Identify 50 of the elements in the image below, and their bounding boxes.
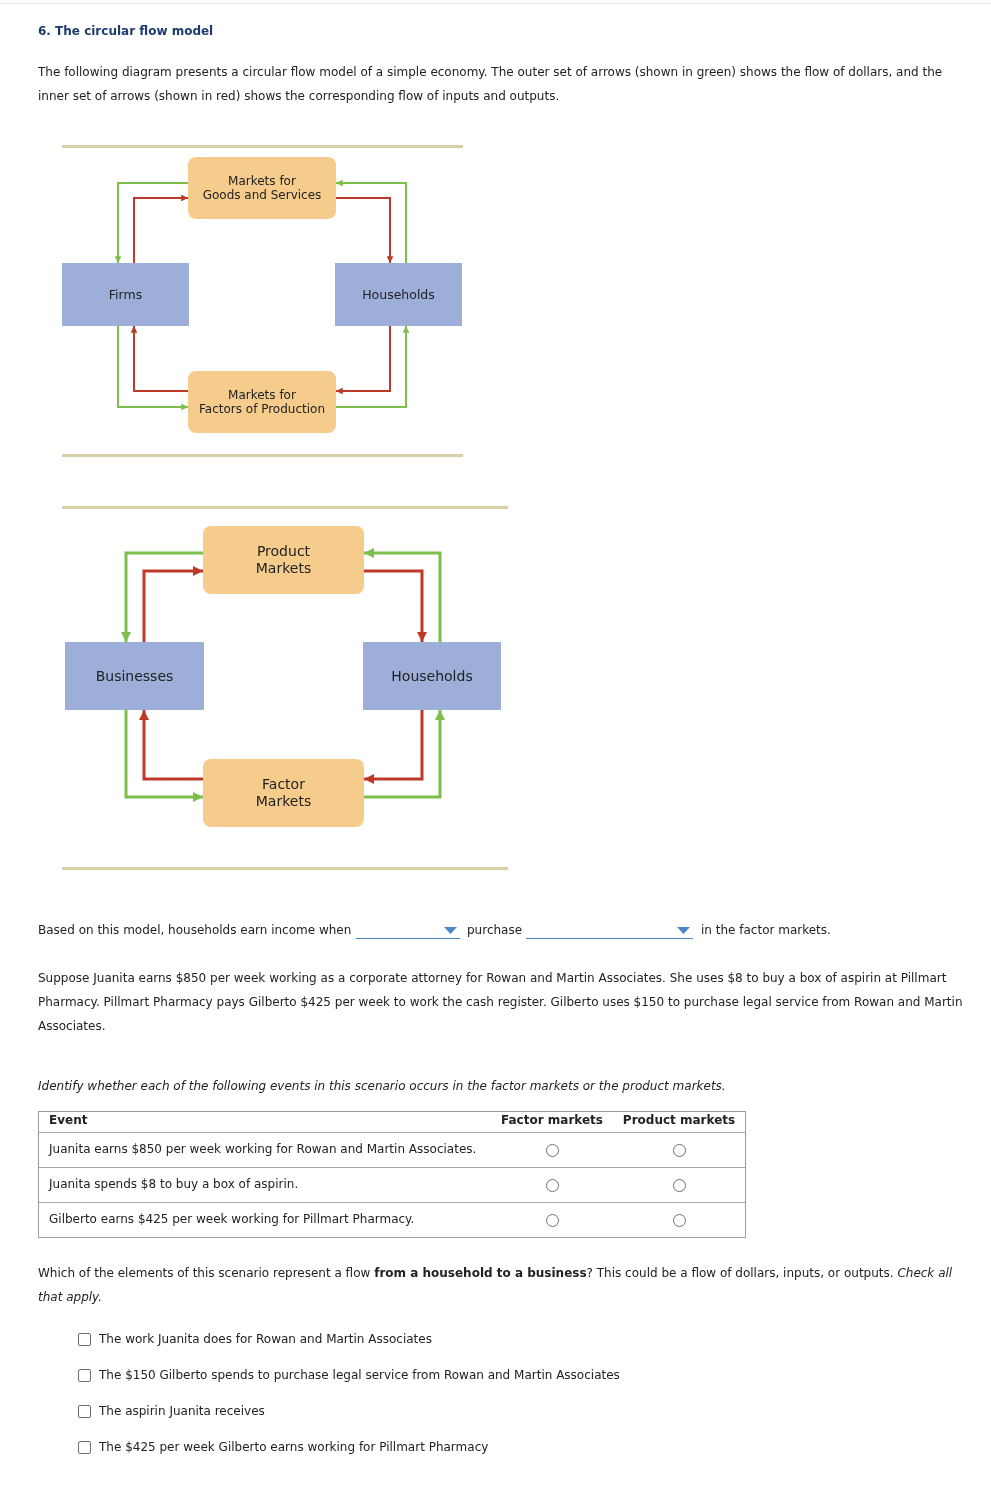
flow-arrow (364, 710, 424, 785)
market-box (188, 371, 336, 433)
column-header: Factor markets (501, 1112, 603, 1128)
market-box (188, 157, 336, 219)
prompt-text: in the factor markets. (701, 922, 831, 938)
prompt-text: Based on this model, households earn income when (38, 922, 352, 938)
flow-arrow (335, 325, 410, 408)
flow-arrow (138, 710, 203, 781)
flow-arrow (117, 325, 189, 411)
flow-arrow (335, 325, 391, 395)
scenario-paragraph: Suppose Juanita earns $850 per week working as a corporate attorney for Rowan and Martin Associates. She uses $8 to buy a box of aspirin at Pillmart Pharmacy. Pillmart Pharmacy pays Gilberto $425 per week to work the cash register. Gilberto uses $150 to purchase legal service from Rowan and Martin Associates. (38, 970, 963, 1035)
node-label: Households (362, 287, 435, 302)
question-title: 6. The circular flow model (38, 23, 214, 39)
node-label: Firms (108, 287, 143, 302)
option-text: The aspirin Juanita receives (99, 1403, 265, 1419)
flow-arrow (335, 179, 407, 264)
node-label: Product Markets (255, 543, 312, 577)
event-text: Gilberto earns $425 per week working for Pillmart Pharmacy. (49, 1211, 415, 1227)
node-label: Factor Markets (255, 776, 312, 810)
node-label: Businesses (95, 667, 174, 685)
flow-arrow (120, 551, 203, 642)
node-label: Markets for Factors of Production (199, 387, 325, 417)
flow-arrow (114, 182, 189, 264)
sector-box (62, 263, 189, 326)
prompt-text: purchase (467, 922, 523, 938)
flow-arrow (335, 197, 394, 264)
option-text: The $150 Gilberto spends to purchase legal service from Rowan and Martin Associates (99, 1367, 620, 1383)
sector-box (363, 642, 501, 710)
node-label: Households (391, 667, 473, 685)
event-text: Juanita spends $8 to buy a box of aspirin. (49, 1176, 299, 1192)
flow-arrow (124, 710, 203, 803)
flow-arrow (142, 565, 203, 642)
intro-paragraph: The following diagram presents a circular flow model of a simple economy. The outer set of arrows (shown in green) shows the flow of dollars, and the inner set of arrows (shown in red) shows the corresponding flow of inputs and outputs. (38, 64, 944, 105)
market-box (203, 526, 364, 594)
question-text: Which of the elements of this scenario represent a flow from a household to a business? This could be a flow of dollars, inputs, or outputs. Check all that apply. (38, 1265, 954, 1306)
flow-arrow (130, 325, 189, 392)
sector-box (65, 642, 204, 710)
node-label: Markets for Goods and Services (202, 173, 322, 203)
event-text: Juanita earns $850 per week working for Rowan and Martin Associates. (49, 1141, 477, 1157)
instruction-text: Identify whether each of the following events in this scenario occurs in the factor markets or the product markets. (38, 1078, 726, 1094)
market-box (203, 759, 364, 827)
option-text: The work Juanita does for Rowan and Martin Associates (99, 1331, 432, 1347)
flow-arrow (364, 710, 446, 799)
flow-arrow (364, 569, 428, 642)
flow-arrow (364, 547, 442, 642)
column-header: Product markets (622, 1112, 736, 1128)
option-text: The $425 per week Gilberto earns working for Pillmart Pharmacy (99, 1439, 489, 1455)
flow-arrow (133, 194, 189, 264)
sector-box (335, 263, 462, 326)
column-header: Event (49, 1112, 88, 1128)
